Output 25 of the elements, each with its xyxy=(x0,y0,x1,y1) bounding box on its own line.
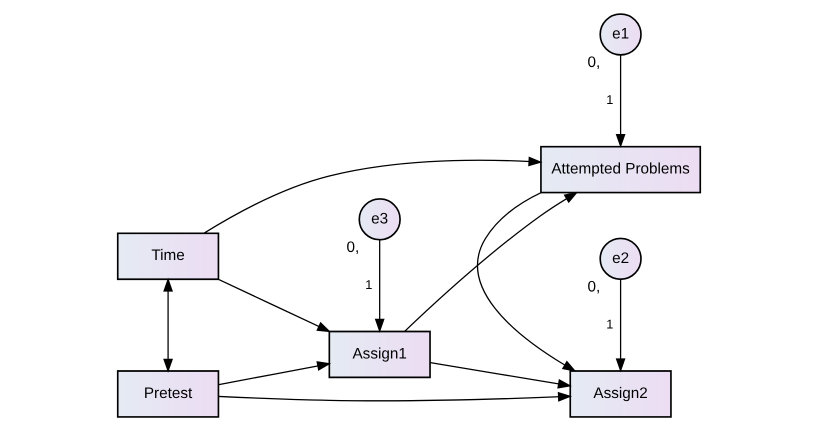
node-box: Assign1 xyxy=(328,330,430,378)
node-label: 0, xyxy=(346,238,359,256)
arrow xyxy=(615,54,626,148)
arrow xyxy=(404,191,578,332)
arrow xyxy=(162,277,172,372)
arrow xyxy=(430,362,572,388)
arrow xyxy=(202,156,542,234)
node-box: Pretest xyxy=(116,370,219,418)
arrow xyxy=(218,391,572,402)
arrow xyxy=(218,278,331,332)
node-box: Attempted Problems xyxy=(540,145,701,193)
node-label: 0, xyxy=(586,278,600,295)
node-box: Time xyxy=(116,232,219,280)
arrow xyxy=(374,239,384,332)
arrow xyxy=(615,278,626,372)
node-circle: e1 xyxy=(598,12,642,56)
arrow xyxy=(476,192,576,372)
node-circle: e2 xyxy=(598,237,642,280)
arrow xyxy=(218,360,331,385)
node-box: Assign2 xyxy=(568,370,672,418)
edge-label: 1 xyxy=(606,91,613,106)
node-circle: e3 xyxy=(358,198,400,240)
edge-label: 1 xyxy=(606,316,613,331)
edge-label: 1 xyxy=(364,276,372,292)
node-label: 0, xyxy=(586,54,600,71)
